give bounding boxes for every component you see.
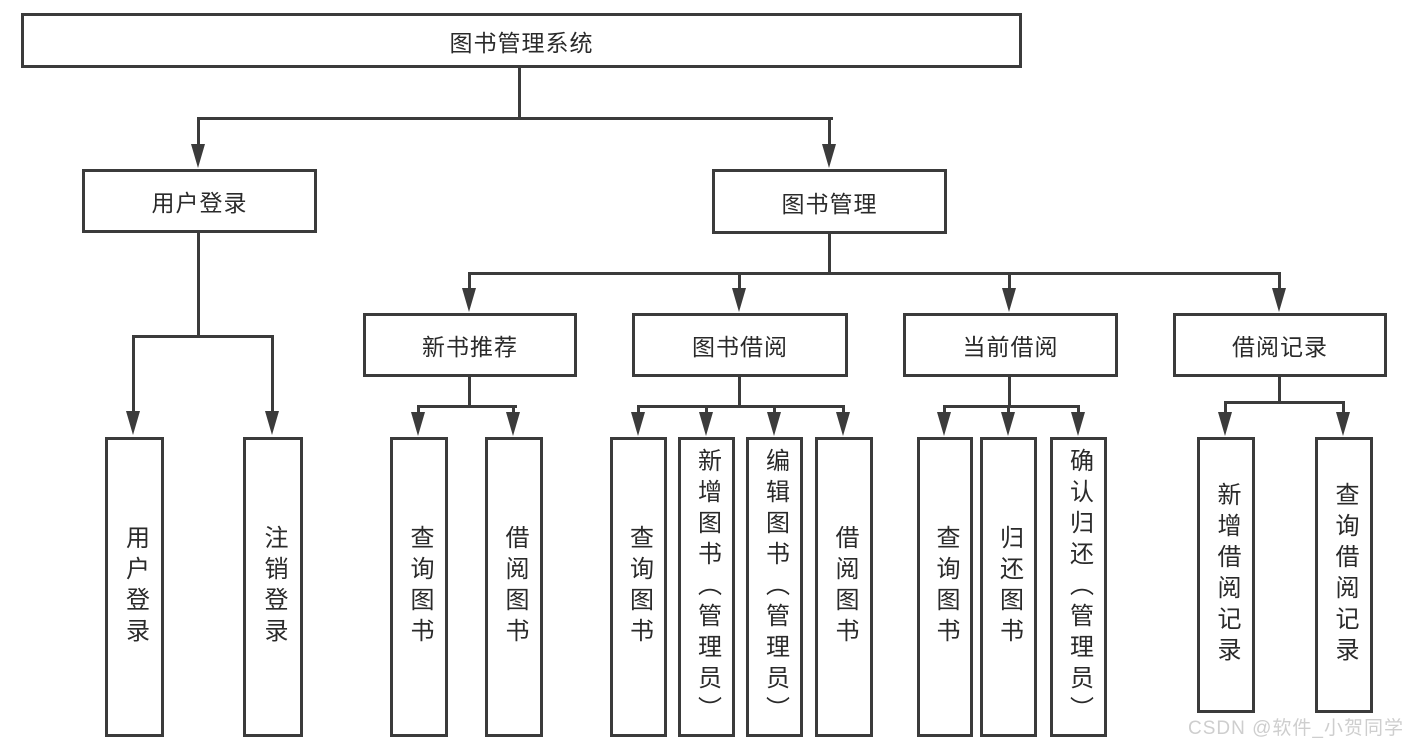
leaf-query-borrow-record: 查询借阅记录 (1315, 437, 1373, 713)
leaf-label: 查询图书 (932, 525, 959, 649)
connector-line (197, 117, 200, 147)
connector-line (1224, 401, 1345, 404)
leaf-user-login: 用户登录 (105, 437, 164, 737)
connector-line (468, 377, 471, 408)
leaf-label: 查询图书 (406, 525, 433, 649)
connector-line (738, 272, 741, 292)
arrow-down-icon (506, 412, 520, 436)
connector-line (1007, 405, 1010, 415)
node-book-management: 图书管理 (712, 169, 947, 234)
leaf-label: 确认归还（管理员） (1065, 447, 1093, 727)
connector-line (1342, 401, 1345, 415)
connector-line (132, 335, 135, 414)
connector-line (738, 377, 741, 408)
arrow-down-icon (265, 411, 279, 435)
leaf-add-book-admin: 新增图书（管理员） (678, 437, 735, 737)
leaf-label: 借阅图书 (831, 525, 858, 649)
arrow-down-icon (1336, 412, 1350, 436)
connector-line (417, 405, 517, 408)
arrow-down-icon (732, 288, 746, 312)
leaf-label: 查询图书 (625, 525, 653, 649)
connector-line (943, 405, 1080, 408)
connector-line (468, 272, 1281, 275)
connector-line (468, 272, 471, 292)
leaf-confirm-return-admin: 确认归还（管理员） (1050, 437, 1107, 737)
connector-line (637, 405, 640, 415)
connector-line (1224, 401, 1227, 415)
leaf-label: 归还图书 (995, 525, 1023, 649)
arrow-down-icon (1001, 412, 1015, 436)
leaf-label: 用户登录 (121, 525, 149, 649)
connector-line (1278, 377, 1281, 404)
arrow-down-icon (1002, 288, 1016, 312)
node-borrow-record: 借阅记录 (1173, 313, 1387, 377)
leaf-borrow-book-recommend: 借阅图书 (485, 437, 543, 737)
arrow-down-icon (822, 144, 836, 168)
connector-line (1077, 405, 1080, 415)
connector-line (1008, 272, 1011, 292)
leaf-label: 新增图书（管理员） (693, 447, 721, 727)
connector-line (637, 405, 845, 408)
node-current-borrow: 当前借阅 (903, 313, 1118, 377)
arrow-down-icon (631, 412, 645, 436)
connector-line (197, 233, 200, 337)
connector-line (705, 405, 708, 415)
leaf-label: 新增借阅记录 (1213, 482, 1240, 668)
connector-line (518, 68, 521, 120)
arrow-down-icon (1071, 412, 1085, 436)
arrow-down-icon (126, 411, 140, 435)
arrow-down-icon (937, 412, 951, 436)
connector-line (828, 234, 831, 274)
csdn-watermark: CSDN @软件_小贺同学 (1188, 718, 1404, 739)
connector-line (828, 117, 831, 147)
leaf-query-book-recommend: 查询图书 (390, 437, 448, 737)
connector-line (842, 405, 845, 415)
connector-line (943, 405, 946, 415)
leaf-label: 借阅图书 (501, 525, 528, 649)
arrow-down-icon (767, 412, 781, 436)
leaf-add-borrow-record: 新增借阅记录 (1197, 437, 1255, 713)
connector-line (1008, 377, 1011, 408)
connector-line (417, 405, 420, 415)
leaf-query-book-borrow: 查询图书 (610, 437, 667, 737)
connector-line (132, 335, 274, 338)
arrow-down-icon (699, 412, 713, 436)
leaf-label: 查询借阅记录 (1331, 482, 1358, 668)
leaf-edit-book-admin: 编辑图书（管理员） (746, 437, 803, 737)
connector-line (1278, 272, 1281, 292)
arrow-down-icon (1272, 288, 1286, 312)
node-new-book-recommend: 新书推荐 (363, 313, 577, 377)
leaf-return-book: 归还图书 (980, 437, 1037, 737)
leaf-borrow-book: 借阅图书 (815, 437, 873, 737)
connector-line (197, 117, 833, 120)
arrow-down-icon (462, 288, 476, 312)
leaf-label: 注销登录 (260, 525, 287, 649)
arrow-down-icon (411, 412, 425, 436)
node-library-management-system: 图书管理系统 (21, 13, 1022, 68)
node-book-borrow: 图书借阅 (632, 313, 848, 377)
leaf-label: 编辑图书（管理员） (761, 447, 789, 727)
arrow-down-icon (836, 412, 850, 436)
connector-line (271, 335, 274, 414)
node-user-login: 用户登录 (82, 169, 317, 233)
leaf-query-book-current: 查询图书 (917, 437, 973, 737)
arrow-down-icon (1218, 412, 1232, 436)
connector-line (512, 405, 515, 415)
arrow-down-icon (191, 144, 205, 168)
leaf-logout: 注销登录 (243, 437, 303, 737)
connector-line (773, 405, 776, 415)
